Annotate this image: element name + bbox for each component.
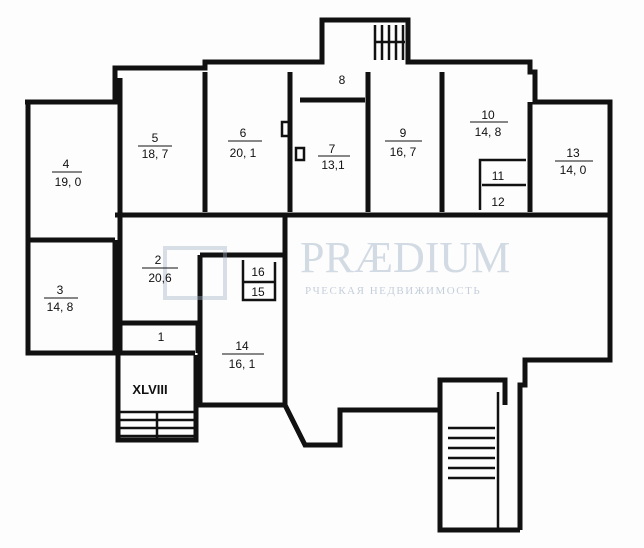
svg-text:4: 4 (63, 157, 70, 171)
svg-text:18, 7: 18, 7 (142, 147, 169, 161)
room-2: 220,6 (142, 253, 178, 285)
walls (25, 17, 613, 533)
room-8: 8 (339, 73, 346, 87)
svg-text:16, 1: 16, 1 (229, 357, 256, 371)
room-13: 13 14, 0 (555, 146, 593, 177)
svg-text:10: 10 (481, 108, 495, 122)
room-11: 11 (492, 169, 505, 183)
svg-text:16, 7: 16, 7 (390, 145, 417, 159)
svg-text:PRÆDIUM: PRÆDIUM (300, 233, 510, 282)
room-4: 4 19, 0 (52, 157, 82, 189)
svg-text:9: 9 (400, 126, 407, 140)
svg-text:8: 8 (339, 73, 346, 87)
room-14: 14 16, 1 (222, 339, 264, 371)
svg-text:14, 8: 14, 8 (47, 300, 74, 314)
room-15: 15 (251, 285, 265, 299)
room-12: 12 (491, 195, 505, 209)
room-9: 9 16, 7 (385, 126, 422, 159)
svg-text:20,6: 20,6 (148, 271, 172, 285)
svg-text:20, 1: 20, 1 (230, 146, 257, 160)
svg-text:15: 15 (251, 285, 265, 299)
svg-text:14, 8: 14, 8 (475, 125, 502, 139)
svg-text:19, 0: 19, 0 (55, 175, 82, 189)
room-7: 713,1 (318, 142, 350, 172)
svg-text:16: 16 (251, 265, 265, 279)
svg-text:3: 3 (57, 283, 64, 297)
svg-text:13,1: 13,1 (321, 158, 345, 172)
svg-text:1: 1 (158, 330, 165, 344)
entrance-label: XLVIII (132, 382, 167, 397)
svg-text:12: 12 (491, 195, 505, 209)
svg-text:13: 13 (566, 146, 580, 160)
room-1: 1 (158, 330, 165, 344)
svg-text:6: 6 (240, 126, 247, 140)
svg-text:5: 5 (152, 131, 159, 145)
room-3: 3 14, 8 (44, 283, 78, 314)
room-5: 5 18, 7 (138, 131, 172, 161)
svg-text:11: 11 (492, 169, 505, 183)
room-labels: 419, 0 518, 7 620, 1 713,1 8 916, 7 1014… (44, 73, 593, 397)
room-6: 6 20, 1 (228, 126, 262, 160)
svg-text:14: 14 (235, 339, 249, 353)
room-16: 16 (251, 265, 265, 279)
svg-text:7: 7 (329, 142, 336, 156)
svg-text:2: 2 (155, 253, 162, 267)
room-10: 10 14, 8 (470, 108, 508, 139)
svg-text:РЧЕСКАЯ НЕДВИЖИМОСТЬ: РЧЕСКАЯ НЕДВИЖИМОСТЬ (305, 285, 481, 297)
watermark-logo: PRÆDIUM РЧЕСКАЯ НЕДВИЖИМОСТЬ (163, 233, 510, 300)
svg-text:14, 0: 14, 0 (560, 163, 587, 177)
